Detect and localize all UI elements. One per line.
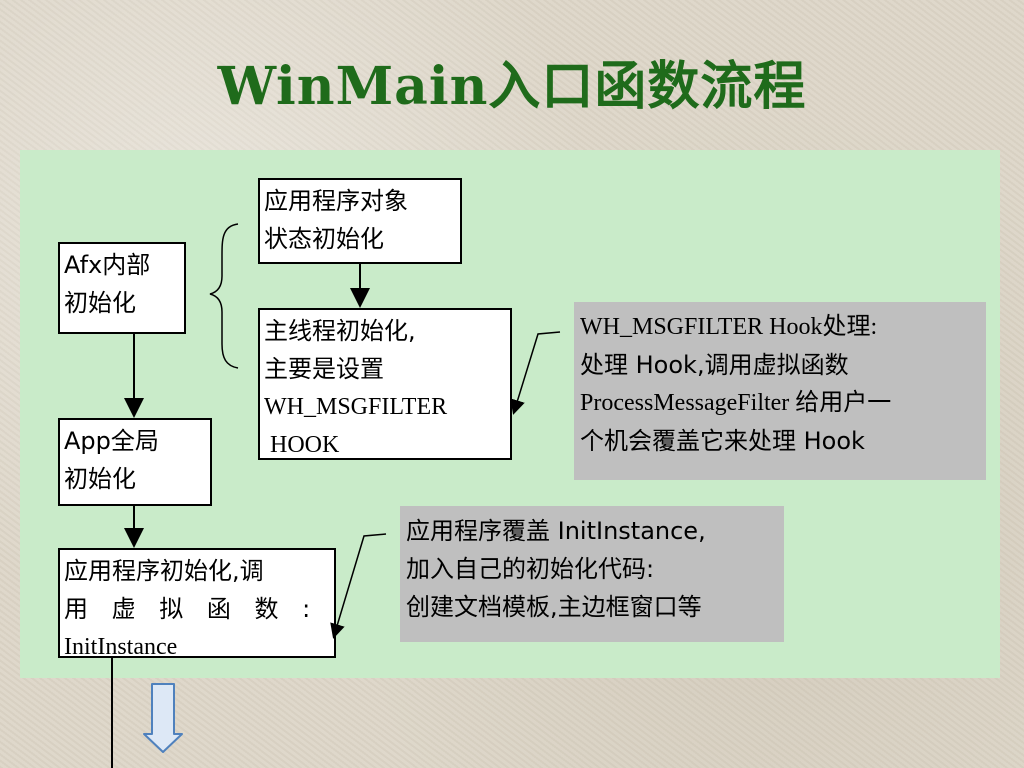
- initinstance-note: 应用程序覆盖 InitInstance, 加入自己的初始化代码: 创建文档模板,…: [400, 506, 784, 642]
- box-text-line: InitInstance: [64, 634, 178, 658]
- note-text-line: 创建文档模板,主边框窗口等: [406, 593, 702, 621]
- app-state-init-box: 应用程序对象 状态初始化: [258, 178, 462, 264]
- connector-initinstance-note: [330, 533, 387, 639]
- box-text-line: 初始化: [64, 289, 136, 317]
- note-text-line: 个机会覆盖它来处理 Hook: [580, 427, 865, 455]
- connector-hook-note: [510, 331, 561, 415]
- box-text-line: 用 虚 拟 函 数 :: [64, 595, 319, 623]
- box-text-line: 应用程序对象: [264, 187, 408, 215]
- main-thread-init-box: 主线程初始化, 主要是设置 WH_MSGFILTER HOOK: [258, 308, 512, 460]
- box-text-line: 应用程序初始化,调: [64, 557, 264, 585]
- box-text-line: Afx内部: [64, 251, 151, 279]
- box-text-line: 初始化: [64, 465, 136, 493]
- app-init-box: 应用程序初始化,调 用 虚 拟 函 数 : InitInstance: [58, 548, 336, 658]
- note-text-line: WH_MSGFILTER Hook处理:: [580, 314, 878, 340]
- box-text-line: 主要是设置: [264, 355, 384, 383]
- slide-title: WinMain入口函数流程: [217, 56, 807, 117]
- note-text-line: 应用程序覆盖 InitInstance,: [406, 517, 706, 545]
- down-arrow-icon: [143, 683, 183, 753]
- note-text-line: ProcessMessageFilter 给用户一: [580, 390, 892, 416]
- box-text-line: 主线程初始化,: [264, 317, 416, 345]
- brace-icon: [209, 223, 239, 369]
- box-text-line: App全局: [64, 427, 159, 455]
- box-text-line: WH_MSGFILTER: [264, 394, 448, 420]
- note-text-line: 处理 Hook,调用虚拟函数: [580, 351, 849, 379]
- afx-internal-init-box: Afx内部 初始化: [58, 242, 186, 334]
- box-text-line: HOOK: [264, 432, 340, 458]
- app-global-init-box: App全局 初始化: [58, 418, 212, 506]
- note-text-line: 加入自己的初始化代码:: [406, 555, 655, 583]
- box-text-line: 状态初始化: [264, 225, 384, 253]
- hook-note: WH_MSGFILTER Hook处理: 处理 Hook,调用虚拟函数 Proc…: [574, 302, 986, 480]
